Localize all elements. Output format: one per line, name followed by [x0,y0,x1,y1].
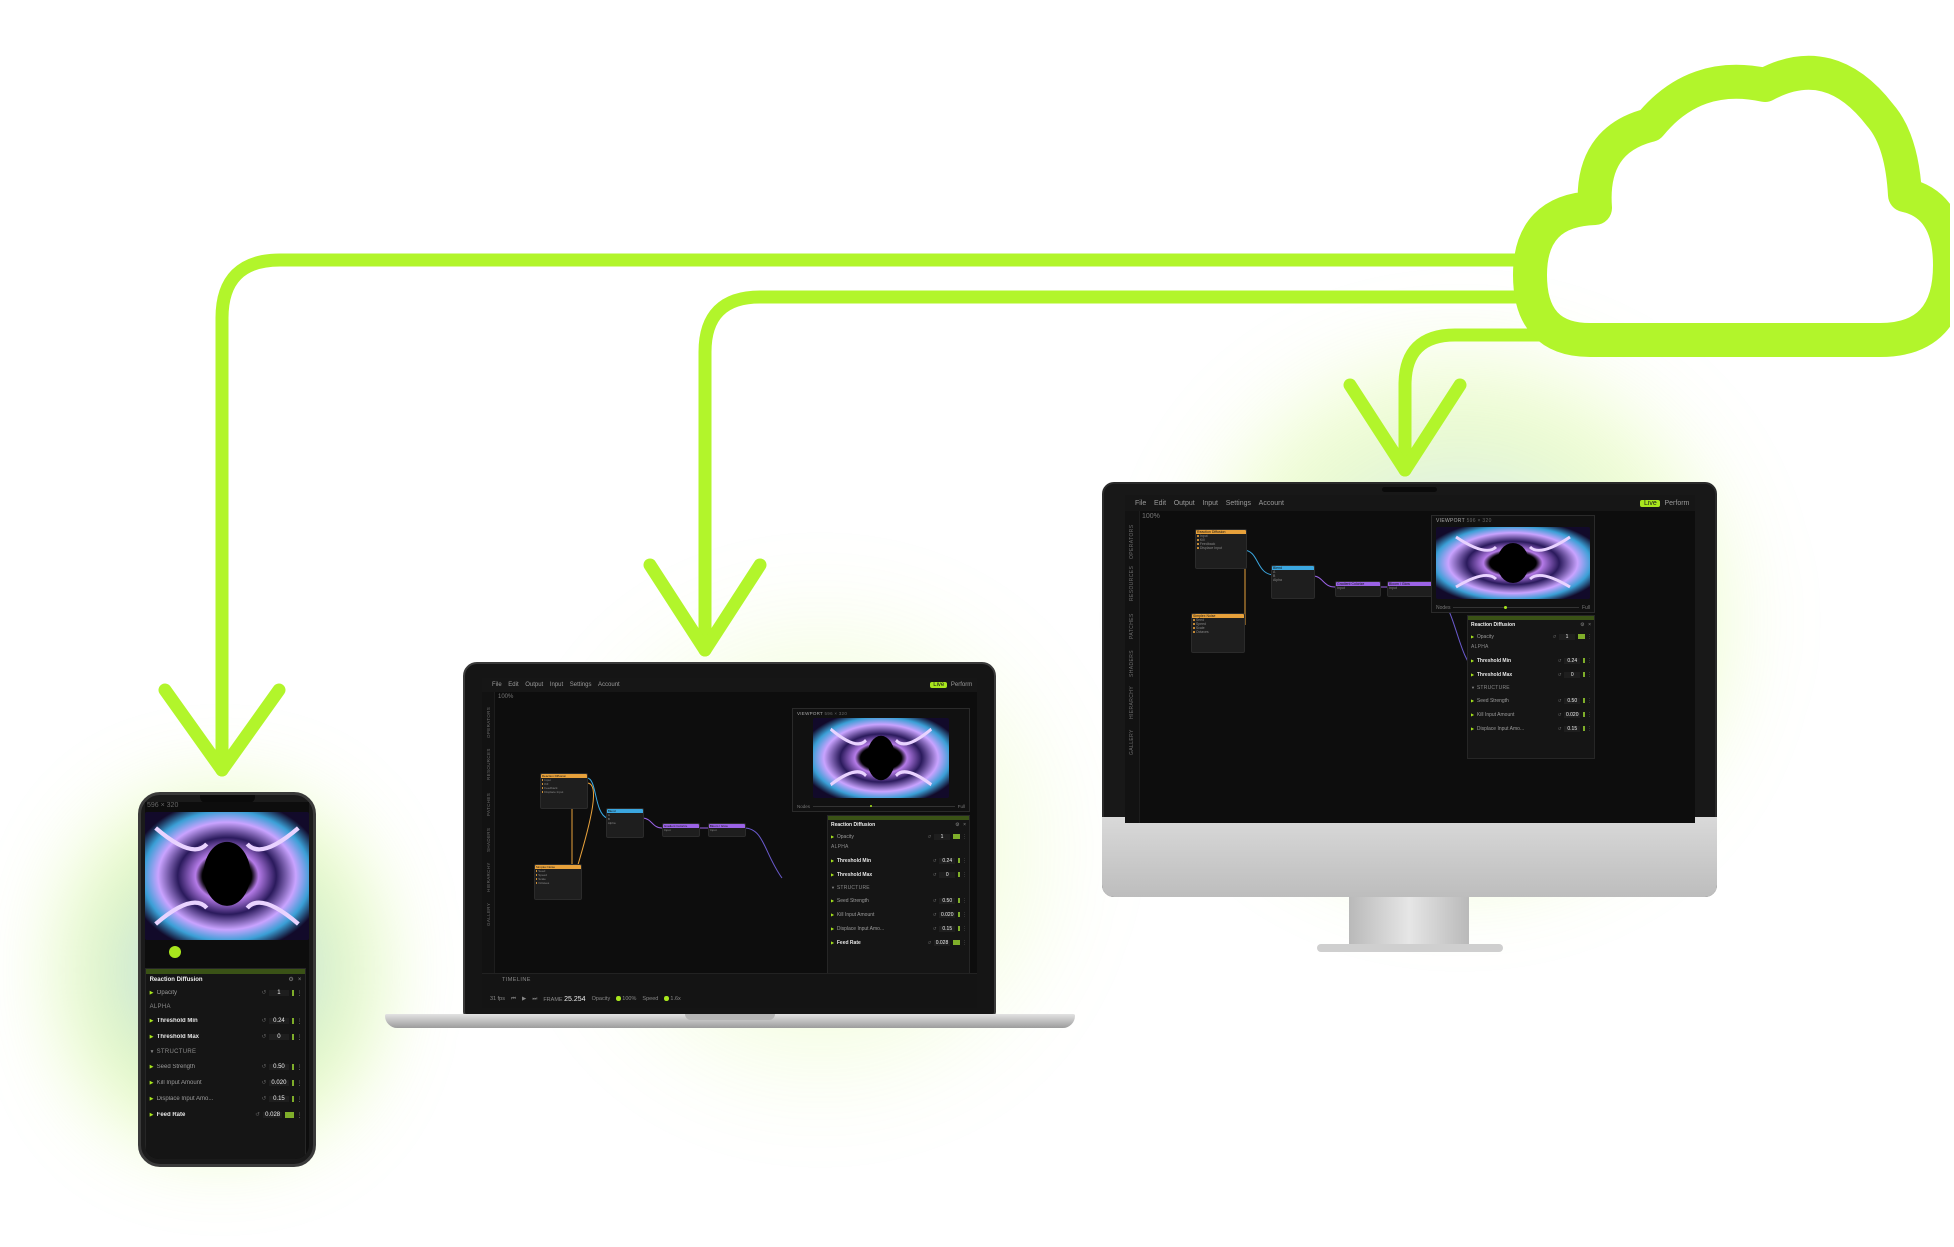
param-opacity[interactable]: ▶Opacity↺1⋮ [1468,630,1594,644]
node-reaction-diffusion[interactable]: Reaction Diffusion Input Kill Feedback D… [1195,529,1247,569]
param-kill-input[interactable]: ▶Kill Input Amount↺0.020⋮ [828,908,969,922]
panel-title: Reaction Diffusion [1471,622,1515,628]
gear-icon[interactable]: ⚙ [1580,622,1584,628]
viewport-size: 596 × 320 [1467,518,1492,524]
close-icon[interactable]: × [1588,622,1591,628]
param-threshold-max[interactable]: ▶Threshold Max↺0⋮ [828,868,969,882]
param-displace-input[interactable]: ▶Displace Input Amo...↺0.15⋮ [1468,722,1594,736]
param-threshold-min[interactable]: ▶Threshold Min↺0.24⋮ [1468,654,1594,668]
reset-icon: ↺ [262,990,267,996]
node-bloom-glow[interactable]: Bloom / Glow Input [1387,581,1433,597]
param-seed-strength[interactable]: ▶Seed Strength↺0.50⋮ [1468,694,1594,708]
structure-section: ▼STRUCTURE [1468,682,1594,694]
node-blend[interactable]: Blend A B Alpha [606,808,644,838]
alpha-tag: ALPHA [146,1001,305,1013]
viewport-nodes-label: Nodes [797,804,810,809]
viewport-full-label[interactable]: Full [958,804,965,809]
play-icon[interactable]: ▶ [522,996,526,1002]
structure-section: ▼STRUCTURE [146,1045,305,1059]
skip-forward-icon[interactable]: ⏭ [532,996,537,1003]
phone-viewport-size: 596 × 320 [147,802,178,809]
viewport-full-label[interactable]: Full [1582,605,1590,611]
properties-panel: Reaction Diffusion ⚙ × ▶Opacity↺1⋮ ALPHA ▶… [827,815,970,987]
param-feed-rate[interactable]: ▶Feed Rate↺0.028⋮ [828,936,969,950]
param-displace-input[interactable]: ▶Displace Input Amo...↺0.15⋮ [146,1091,305,1107]
node-bloom-glow[interactable]: Bloom / Glow Input [708,823,746,837]
param-kill-input[interactable]: ▶Kill Input Amount↺0.020⋮ [1468,708,1594,722]
laptop-notch [685,1014,775,1020]
frame-label: FRAME [543,997,562,1003]
desktop-screen: File Edit Output Input Settings Account … [1125,495,1695,823]
node-gradient-colorize[interactable]: Gradient Colorize Input [662,823,700,837]
param-displace-input[interactable]: ▶Displace Input Amo...↺0.15⋮ [828,922,969,936]
properties-panel: Reaction Diffusion ⚙ × ▶Opacity↺1⋮ ALPHA ▶… [145,968,306,1159]
desktop-chin [1102,817,1717,897]
viewport-preview[interactable]: VIEWPORT 596 × 320 Nodes Full [1431,515,1595,613]
speed-label: Speed [642,996,658,1002]
laptop-screen: File Edit Output Input Settings Account … [482,678,977,1008]
node-simplex-noise[interactable]: Simplex Noise Seed Speed Scale Octaves [534,864,582,900]
param-threshold-max[interactable]: ▶Threshold Max↺0⋮ [1468,668,1594,682]
desktop-camera [1382,487,1437,492]
reset-icon: ↺ [928,834,932,840]
alpha-tag: ALPHA [1468,644,1594,654]
viewport-label: VIEWPORT [797,711,823,716]
param-opacity[interactable]: ▶Opacity↺1⋮ [828,830,969,844]
param-opacity[interactable]: ▶Opacity↺1⋮ [146,985,305,1001]
panel-title: Reaction Diffusion [831,822,875,828]
skip-back-icon[interactable]: ⏮ [511,996,516,1003]
param-kill-input[interactable]: ▶Kill Input Amount↺0.020⋮ [146,1075,305,1091]
reset-icon: ↺ [1553,634,1557,640]
param-feed-rate[interactable]: ▶Feed Rate↺0.028⋮ [146,1107,305,1123]
gear-icon[interactable]: ⚙ [288,976,293,983]
param-threshold-max[interactable]: ▶Threshold Max↺0⋮ [146,1029,305,1045]
opacity-slider[interactable]: 100% [616,996,636,1002]
desktop-stand [1349,897,1469,947]
viewport-slider[interactable] [813,806,955,807]
phone-view-slider[interactable] [169,946,181,958]
fps-readout: 31 fps [490,996,505,1002]
speed-slider[interactable]: 1.6x [664,996,680,1002]
cloud-icon [1510,30,1950,360]
phone-screen: 596 × 320 Reaction Diffusion ⚙ × ▶Opacity↺… [145,802,309,1159]
viewport-artwork [813,718,949,798]
alpha-tag: ALPHA [828,844,969,854]
viewport-slider[interactable] [1453,607,1578,608]
param-seed-strength[interactable]: ▶Seed Strength↺0.50⋮ [146,1059,305,1075]
viewport-label: VIEWPORT [1436,518,1465,524]
viewport-size: 596 × 320 [825,711,848,716]
viewport-artwork [1436,527,1590,599]
structure-section: ▼STRUCTURE [828,882,969,894]
desktop-foot [1317,944,1503,952]
node-blend[interactable]: Blend A B Alpha [1271,565,1315,599]
close-icon[interactable]: × [963,822,966,828]
node-simplex-noise[interactable]: Simplex Noise Seed Speed Scale Octaves [1191,613,1245,653]
viewport-nodes-label: Nodes [1436,605,1450,611]
timeline-bar: TIMELINE 31 fps ⏮ ▶ ⏭ FRAME 25.254 Opaci… [482,973,977,1008]
param-seed-strength[interactable]: ▶Seed Strength↺0.50⋮ [828,894,969,908]
panel-title: Reaction Diffusion [150,977,203,983]
close-icon[interactable]: × [298,977,302,983]
gear-icon[interactable]: ⚙ [955,822,959,828]
phone-viewport-artwork [145,812,309,940]
opacity-label: Opacity [592,996,611,1002]
param-threshold-min[interactable]: ▶Threshold Min↺0.24⋮ [828,854,969,868]
node-reaction-diffusion[interactable]: Reaction Diffusion Input Kill Feedback D… [540,773,588,809]
node-gradient-colorize[interactable]: Gradient Colorize Input [1335,581,1381,597]
param-threshold-min[interactable]: ▶Threshold Min↺0.24⋮ [146,1013,305,1029]
timeline-tab[interactable]: TIMELINE [502,977,531,983]
frame-value: 25.254 [564,996,585,1003]
viewport-preview[interactable]: VIEWPORT 596 × 320 Nodes Full [792,708,970,812]
properties-panel: Reaction Diffusion ⚙ × ▶Opacity↺1⋮ ALPHA ▶… [1467,615,1595,759]
